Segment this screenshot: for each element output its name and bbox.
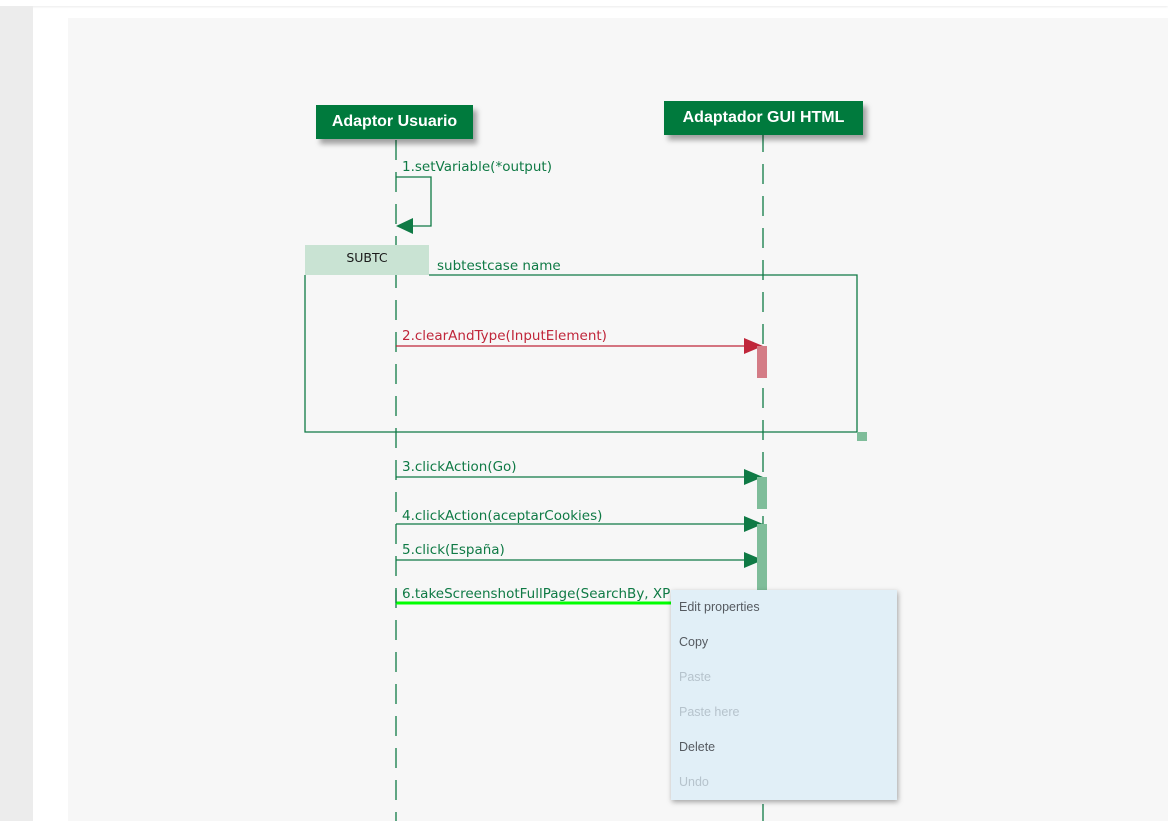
message-1-label[interactable]: 1.setVariable(*output) xyxy=(402,159,552,175)
message-1-line[interactable] xyxy=(396,177,431,226)
activation-bar-2[interactable] xyxy=(757,346,767,378)
message-5-label[interactable]: 5.click(España) xyxy=(402,542,505,558)
context-menu-edit-properties[interactable]: Edit properties xyxy=(671,590,897,625)
message-4-label[interactable]: 4.clickAction(aceptarCookies) xyxy=(402,508,602,524)
context-menu-copy[interactable]: Copy xyxy=(671,625,897,660)
message-2-label[interactable]: 2.clearAndType(InputElement) xyxy=(402,328,607,344)
activation-bar-4-5[interactable] xyxy=(757,524,767,596)
actor-adaptor-usuario[interactable]: Adaptor Usuario xyxy=(316,105,473,139)
context-menu-paste-here[interactable]: Paste here xyxy=(671,695,897,730)
context-menu-delete[interactable]: Delete xyxy=(671,730,897,765)
context-menu: Edit properties Copy Paste Paste here De… xyxy=(671,590,897,800)
message-1-arrowhead xyxy=(396,218,413,234)
activation-bar-3[interactable] xyxy=(757,477,767,509)
message-6-label[interactable]: 6.takeScreenshotFullPage(SearchBy, XP xyxy=(402,586,670,602)
frame-border[interactable] xyxy=(305,275,857,432)
frame-resize-handle[interactable] xyxy=(857,432,867,441)
actor-adaptador-gui-html[interactable]: Adaptador GUI HTML xyxy=(664,101,863,135)
message-3-label[interactable]: 3.clickAction(Go) xyxy=(402,459,517,475)
frame-tag-subtc[interactable]: SUBTC xyxy=(305,245,429,275)
context-menu-undo[interactable]: Undo xyxy=(671,765,897,800)
frame-name-label[interactable]: subtestcase name xyxy=(437,258,561,274)
context-menu-paste[interactable]: Paste xyxy=(671,660,897,695)
